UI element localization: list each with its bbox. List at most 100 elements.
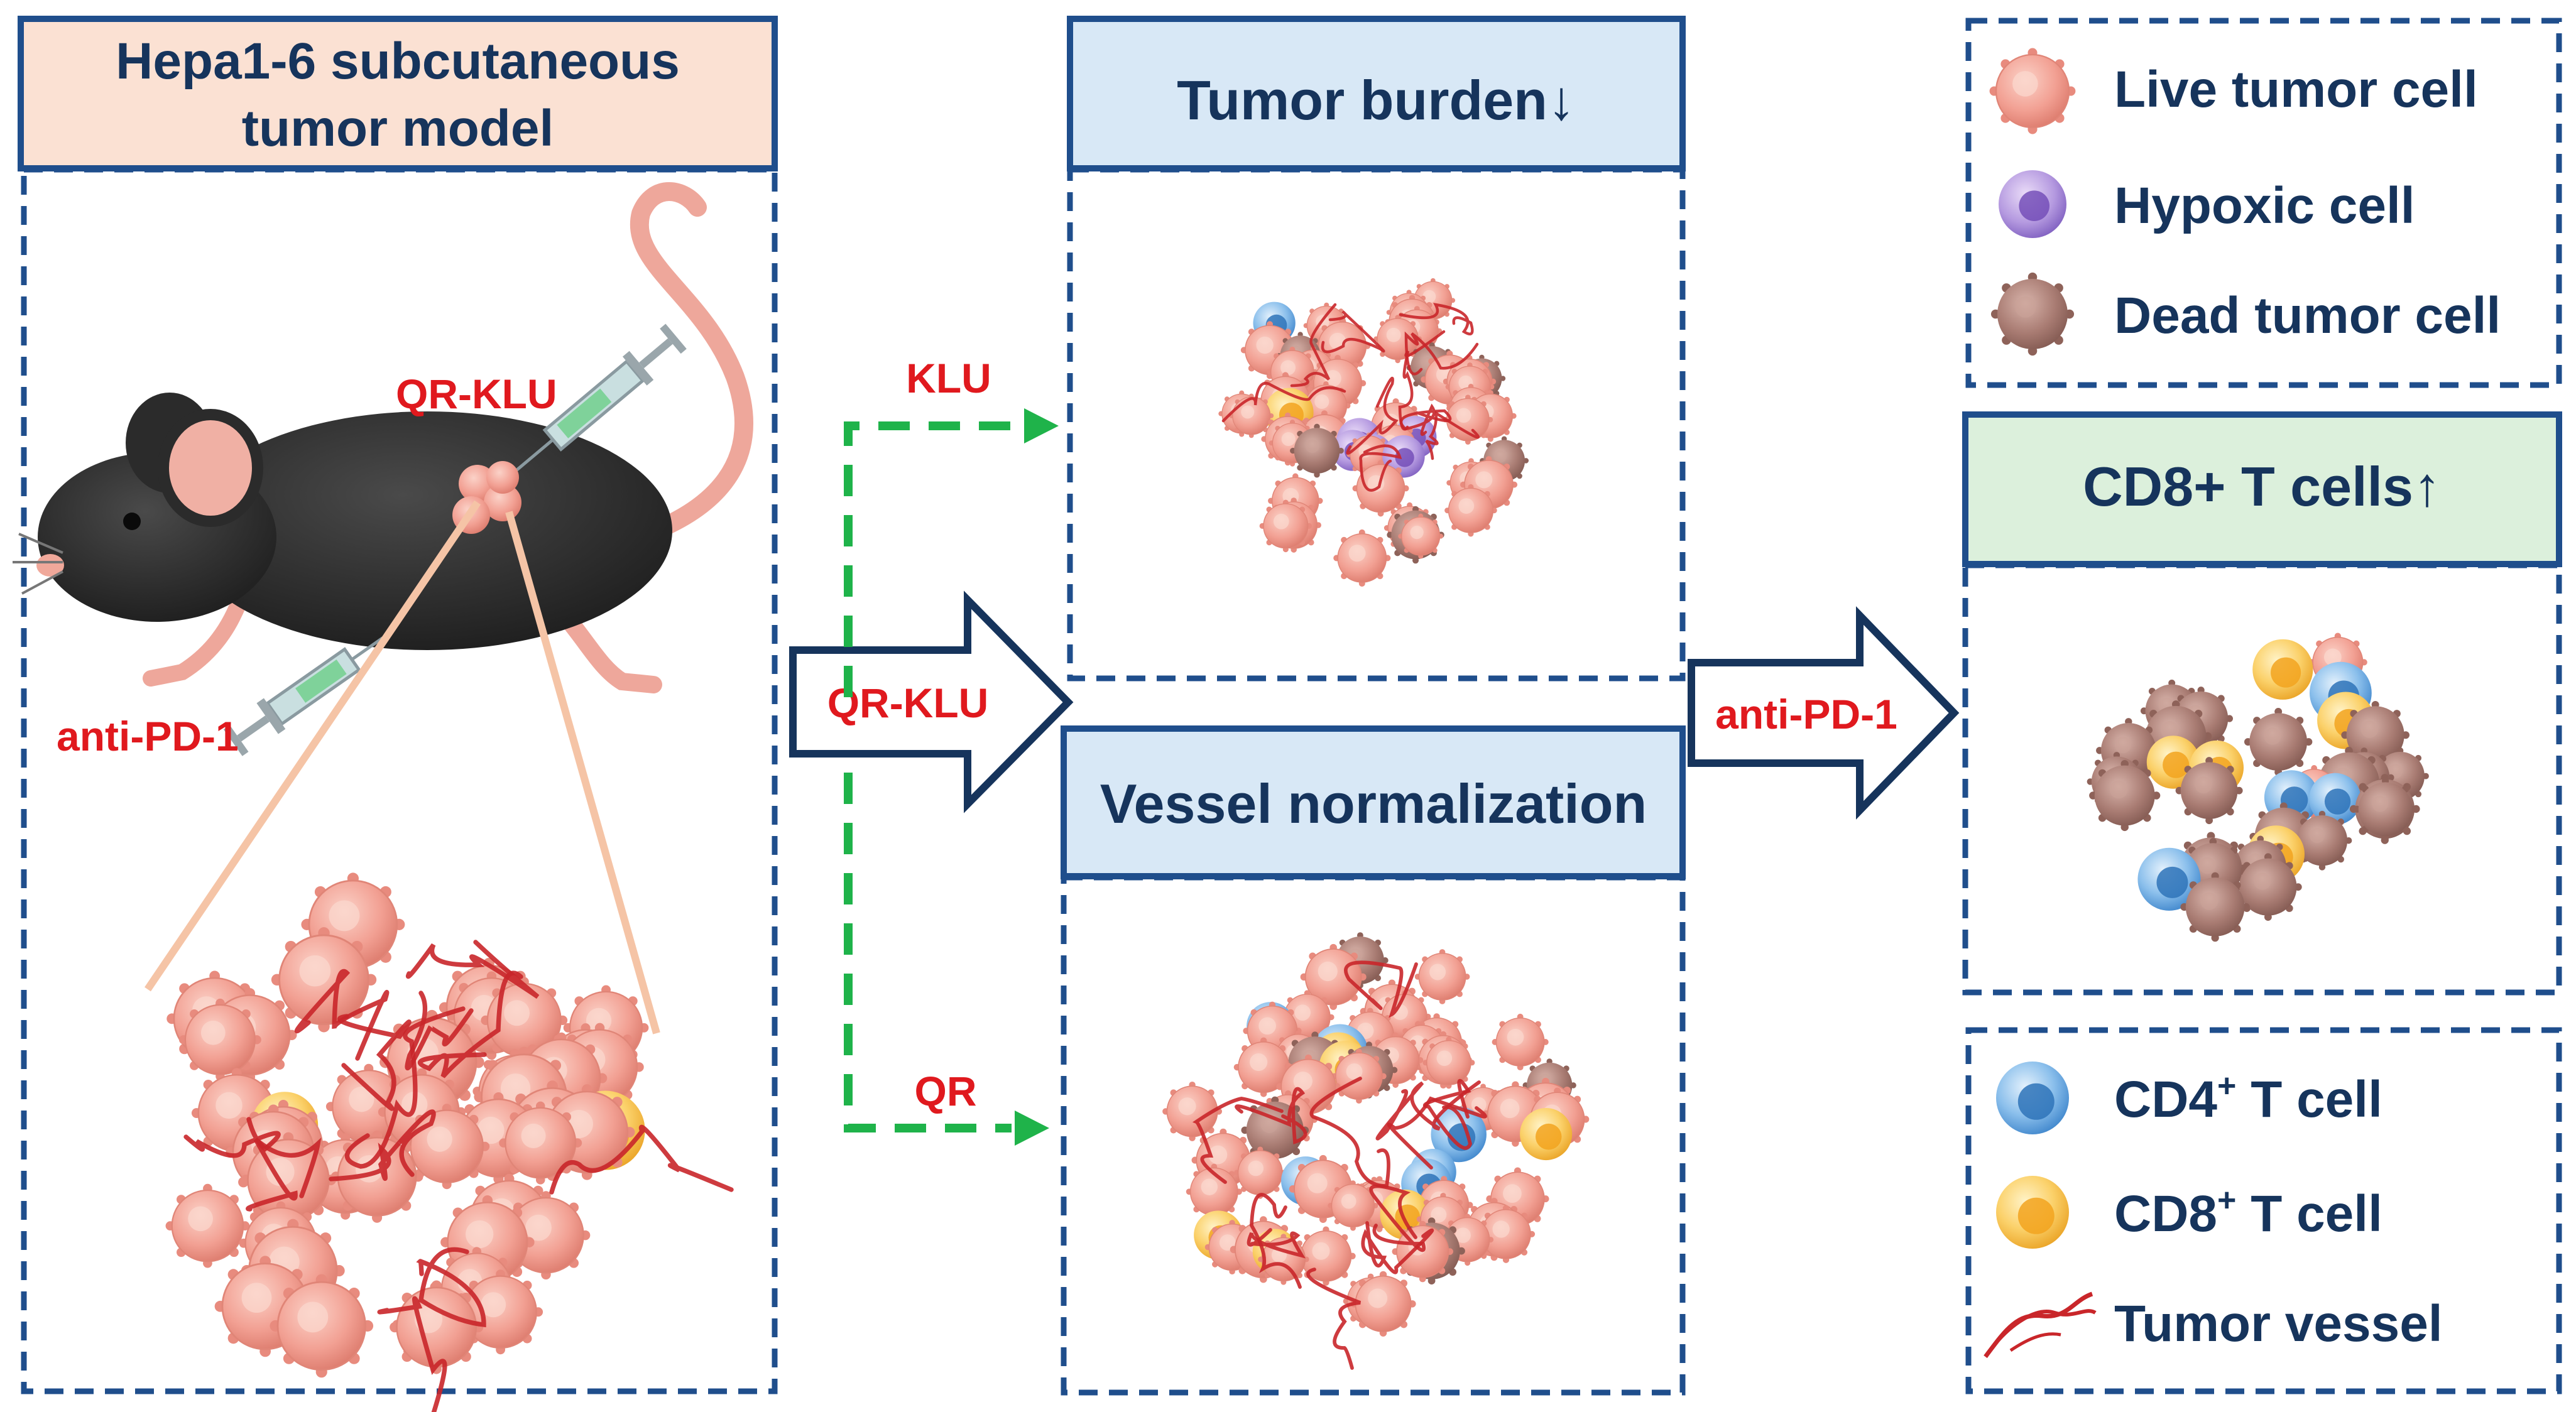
model-title-line1: Hepa1-6 subcutaneous	[116, 33, 680, 90]
branch-qr-label: QR	[915, 1068, 977, 1114]
mouse-body	[182, 411, 672, 650]
legend-live-label: Live tumor cell	[2114, 61, 2478, 118]
legend-cd8-sup: +	[2217, 1182, 2236, 1219]
legend-hypoxic-label: Hypoxic cell	[2114, 177, 2415, 234]
branch-klu-line	[844, 421, 1024, 697]
mouse-whiskers	[13, 533, 63, 595]
cd4-cell	[2137, 847, 2201, 911]
mouse-tail	[619, 182, 754, 550]
mouse-eye	[123, 513, 141, 530]
dead-cell	[2175, 757, 2243, 825]
legend-cd8-main: CD8	[2114, 1185, 2217, 1242]
tumor-burden-title: Tumor burden↓	[1177, 69, 1575, 131]
cd8-cell	[1520, 1107, 1573, 1161]
label-qrklu-injection: QR-KLU	[396, 371, 557, 417]
live-cell	[1186, 1163, 1242, 1220]
legend-cd4-main: CD4	[2114, 1071, 2217, 1128]
legend-bottom: CD4+ T cell CD8+ T cell Tumor vessel	[1965, 1027, 2562, 1394]
live-cell	[1333, 529, 1391, 587]
zoom-line-right	[505, 511, 660, 1035]
live-cell	[1443, 394, 1493, 445]
live-cell	[1259, 499, 1313, 553]
live-cell	[1234, 1146, 1287, 1199]
hypoxic-cell-icon	[1999, 170, 2066, 238]
dead-cell	[1290, 423, 1344, 478]
tumor-burden-panel: Tumor burden↓	[1067, 16, 1686, 682]
main-arrow-shape	[789, 590, 1074, 813]
cd8-cell	[2252, 639, 2313, 700]
model-header-box	[18, 16, 778, 171]
live-cell	[1989, 48, 2076, 134]
live-cell	[390, 1280, 484, 1374]
tumor-burden-header	[1067, 16, 1686, 171]
cd4-cell	[1996, 1062, 2069, 1134]
live-cell	[1229, 393, 1274, 438]
branch-klu-arrowhead	[1024, 408, 1059, 443]
live-cell	[1492, 1013, 1549, 1071]
live-tumor-cell-icon	[1989, 48, 2076, 134]
antipd1-arrow-label: anti-PD-1	[1715, 691, 1897, 737]
legend-cd8-label: CD8+ T cell	[2114, 1182, 2382, 1242]
mouse-front-leg	[143, 595, 247, 687]
legend-cd4-rest: T cell	[2236, 1071, 2382, 1128]
legend-top-frame	[1965, 18, 2562, 388]
treatment-arrow: QR-KLU	[789, 590, 1074, 813]
zoom-line-left	[145, 500, 481, 992]
live-cell	[1476, 1205, 1536, 1263]
mouse-nose	[36, 554, 64, 577]
mouse-illustration	[13, 182, 754, 693]
cd8-panel: CD8+ T cells↑	[1962, 411, 2562, 996]
mouse-ear	[158, 409, 263, 527]
live-cell	[270, 1274, 374, 1378]
antipd1-arrow: anti-PD-1	[1688, 606, 1960, 820]
legend-vessel-label: Tumor vessel	[2114, 1295, 2443, 1352]
dead-cell	[2353, 777, 2418, 842]
tumor-baseline	[165, 872, 734, 1412]
model-title-line2: tumor model	[242, 100, 554, 157]
cd8-frame	[1962, 562, 2562, 996]
legend-cd4-label: CD4+ T cell	[2114, 1068, 2382, 1128]
live-cell	[1331, 1048, 1387, 1104]
vessel-normalization-title: Vessel normalization	[1100, 773, 1647, 835]
live-cell	[165, 1183, 250, 1268]
cd8-cell-icon	[1996, 1176, 2069, 1249]
dead-cell	[1990, 272, 2075, 356]
syringe-bottom	[223, 636, 384, 756]
model-panel: Hepa1-6 subcutaneous tumor model	[13, 16, 778, 1412]
live-cell	[458, 1269, 543, 1355]
live-cell	[499, 1101, 582, 1185]
model-body-frame	[21, 166, 778, 1394]
legend-dead-label: Dead tumor cell	[2114, 287, 2501, 344]
live-cell	[178, 998, 261, 1081]
tumor-vessel-icon	[1984, 1291, 2097, 1359]
dead-tumor-cell-icon	[1990, 272, 2075, 356]
cd8-cell	[1996, 1176, 2069, 1249]
legend-cd8-rest: T cell	[2236, 1185, 2382, 1242]
hyp-cell	[1999, 170, 2066, 238]
cd4-cell-icon	[1996, 1062, 2069, 1134]
dead-cell	[2244, 707, 2313, 776]
tumor-burden-frame	[1067, 166, 1686, 682]
green-branch-paths: KLU QR	[844, 355, 1059, 1146]
live-cell	[1352, 460, 1409, 517]
legend-cd4-sup: +	[2217, 1068, 2236, 1104]
vessel-normalization-header	[1061, 725, 1686, 879]
hyp-cell	[1382, 435, 1425, 478]
dead-cell	[2089, 759, 2161, 832]
tumor-klu-treated	[1218, 278, 1529, 587]
vessel-normalization-frame	[1061, 874, 1686, 1396]
vessel-normalization-panel: Vessel normalization	[1061, 725, 1686, 1396]
tumor-qr-treated	[1162, 932, 1590, 1370]
live-cell	[1422, 1036, 1475, 1089]
live-cell	[1398, 513, 1444, 559]
syringe-top	[489, 323, 687, 494]
legend-bottom-frame	[1965, 1027, 2562, 1394]
cd8-title: CD8+ T cells↑	[2083, 455, 2441, 518]
live-cell	[1444, 484, 1497, 537]
live-cell	[1240, 321, 1299, 379]
live-cell	[1414, 949, 1470, 1004]
tumor-combination-treated	[2087, 633, 2429, 942]
live-cell	[271, 927, 377, 1033]
dead-cell	[2180, 872, 2250, 942]
